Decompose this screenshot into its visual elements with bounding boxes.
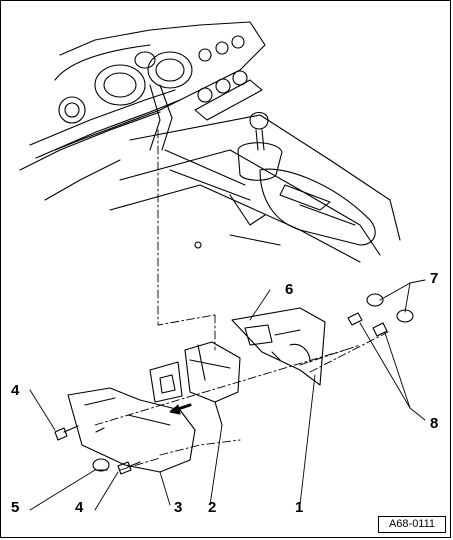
dashboard-outline	[19, 21, 266, 201]
callout-1: 1	[295, 499, 304, 516]
assembly-center-lines	[94, 129, 389, 471]
callout-5: 5	[11, 499, 20, 516]
screw-4-lower	[117, 461, 141, 475]
right-trim-panel	[231, 307, 326, 386]
gear-shift-lever	[237, 111, 283, 181]
callout-3: 3	[174, 499, 183, 516]
callout-4-upper: 4	[11, 382, 20, 399]
drawing-code-label: A68-0111	[378, 516, 446, 533]
callout-4-lower: 4	[75, 499, 84, 516]
callout-2: 2	[208, 499, 217, 516]
shift-mechanism-bracket	[149, 341, 241, 426]
centre-console	[109, 114, 401, 263]
clip-5	[92, 458, 110, 472]
callout-7: 7	[430, 270, 439, 287]
screws-8	[347, 312, 388, 337]
screw-4-upper	[54, 425, 79, 441]
instrument-gauges	[58, 35, 263, 124]
leader-lines	[29, 279, 426, 511]
left-trim-panel	[67, 387, 196, 473]
callout-8: 8	[430, 415, 439, 432]
steering-column	[29, 84, 181, 159]
callout-6: 6	[285, 281, 294, 298]
